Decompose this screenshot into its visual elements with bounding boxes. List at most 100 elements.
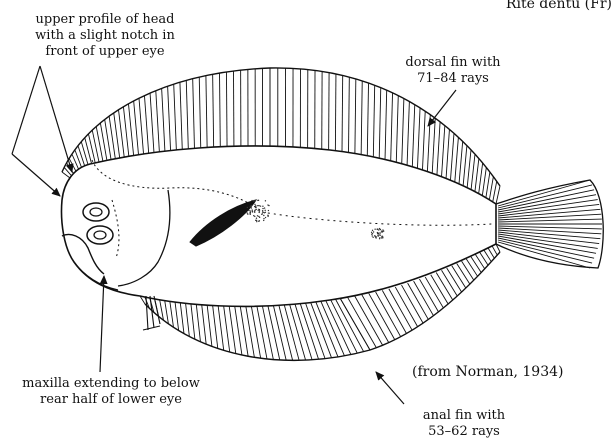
fin-ray: [391, 93, 393, 163]
fin-ray: [202, 303, 207, 344]
stipple-dot: [377, 233, 378, 234]
fin-ray: [180, 82, 182, 152]
fin-ray: [315, 301, 338, 357]
stipple-dot: [375, 236, 376, 237]
fin-ray: [412, 105, 415, 169]
fin-ray: [193, 79, 195, 151]
fin-ray: [273, 304, 286, 360]
stipple-dot: [260, 205, 261, 206]
upper-eye: [83, 203, 109, 221]
stipple-dot: [372, 237, 373, 238]
fin-ray: [369, 293, 395, 339]
fin-ray: [361, 81, 362, 157]
stipple-dot: [373, 231, 374, 232]
fin-ray: [342, 76, 343, 154]
fin-ray: [348, 77, 349, 154]
stipple-dot: [382, 229, 383, 230]
fin-ray: [186, 81, 188, 152]
fin-ray: [385, 90, 387, 162]
fin-ray: [455, 137, 459, 184]
fin-ray: [325, 300, 350, 355]
fin-ray: [156, 91, 160, 155]
stipple-dot: [247, 212, 248, 213]
fin-ray: [185, 302, 189, 336]
stipple-dot: [256, 218, 257, 219]
fin-ray: [407, 102, 409, 168]
fin-ray: [170, 301, 174, 328]
fin-ray: [442, 270, 458, 296]
stipple-dot: [377, 228, 378, 229]
fin-ray: [493, 181, 497, 202]
fin-ray: [223, 304, 229, 352]
fin-ray: [257, 304, 267, 359]
fin-ray: [213, 74, 214, 149]
stipple-dot: [256, 220, 257, 221]
stipple-dot: [247, 207, 248, 208]
fin-ray: [396, 96, 398, 165]
fin-ray: [496, 186, 500, 204]
fin-ray: [305, 302, 325, 359]
stipple-dot: [264, 210, 265, 211]
fin-ray: [425, 277, 443, 308]
stipple-dot: [258, 205, 259, 206]
fin-ray: [191, 303, 195, 340]
stipple-dot: [264, 207, 265, 208]
head-arrow-lower: [12, 66, 40, 154]
stipple-dot: [251, 200, 252, 201]
stipple-dot: [262, 208, 263, 209]
fin-ray: [175, 301, 179, 330]
stipple-dot: [248, 210, 249, 211]
stipple-dot: [263, 215, 264, 216]
fin-ray: [196, 303, 200, 342]
stipple-dot: [262, 206, 263, 207]
fin-ray: [441, 126, 444, 179]
fin-ray: [431, 275, 448, 304]
fin-ray: [162, 88, 165, 153]
stipple-dot: [372, 235, 373, 236]
head-arrow-top: [40, 66, 72, 172]
fin-ray: [437, 122, 440, 177]
fin-ray: [417, 108, 420, 171]
fin-ray: [432, 118, 435, 175]
stipple-dot: [254, 212, 255, 213]
stipple-dot: [378, 229, 379, 230]
stipple-dot: [255, 207, 256, 208]
fin-ray: [262, 304, 273, 359]
stipple-dot: [268, 210, 269, 211]
stipple-dot: [255, 209, 256, 210]
maxilla-arrow: [100, 276, 104, 372]
stipple-dot: [265, 200, 266, 201]
stipple-dot: [264, 212, 265, 213]
fin-ray: [482, 168, 486, 197]
lower-eye: [87, 226, 113, 244]
fin-ray: [355, 296, 383, 345]
stipple-dot: [371, 234, 372, 235]
stipple-dot: [375, 237, 376, 238]
stipple-dot: [259, 220, 260, 221]
stipple-dot: [257, 210, 258, 211]
fin-ray: [144, 96, 148, 156]
stipple-dot: [267, 216, 268, 217]
fin-ray: [251, 304, 261, 358]
fin-ray: [389, 289, 412, 330]
stipple-dot: [251, 207, 252, 208]
stipple-dot: [250, 205, 251, 206]
fin-ray: [123, 107, 129, 160]
stipple-dot: [257, 205, 258, 206]
fin-ray: [475, 159, 479, 193]
stipple-dot: [379, 237, 380, 238]
stipple-dot: [374, 229, 375, 230]
stipple-dot: [377, 235, 378, 236]
fin-ray: [278, 304, 292, 361]
fin-ray: [463, 146, 467, 188]
fin-ray: [379, 88, 381, 161]
stipple-dot: [256, 221, 257, 222]
fin-ray: [376, 292, 401, 337]
caudal-ray: [498, 185, 592, 208]
fin-ray: [471, 154, 475, 191]
pelvic-fin: [143, 296, 160, 330]
stipple-dot: [261, 214, 262, 215]
fin-ray: [492, 246, 497, 255]
fin-ray: [212, 304, 217, 349]
